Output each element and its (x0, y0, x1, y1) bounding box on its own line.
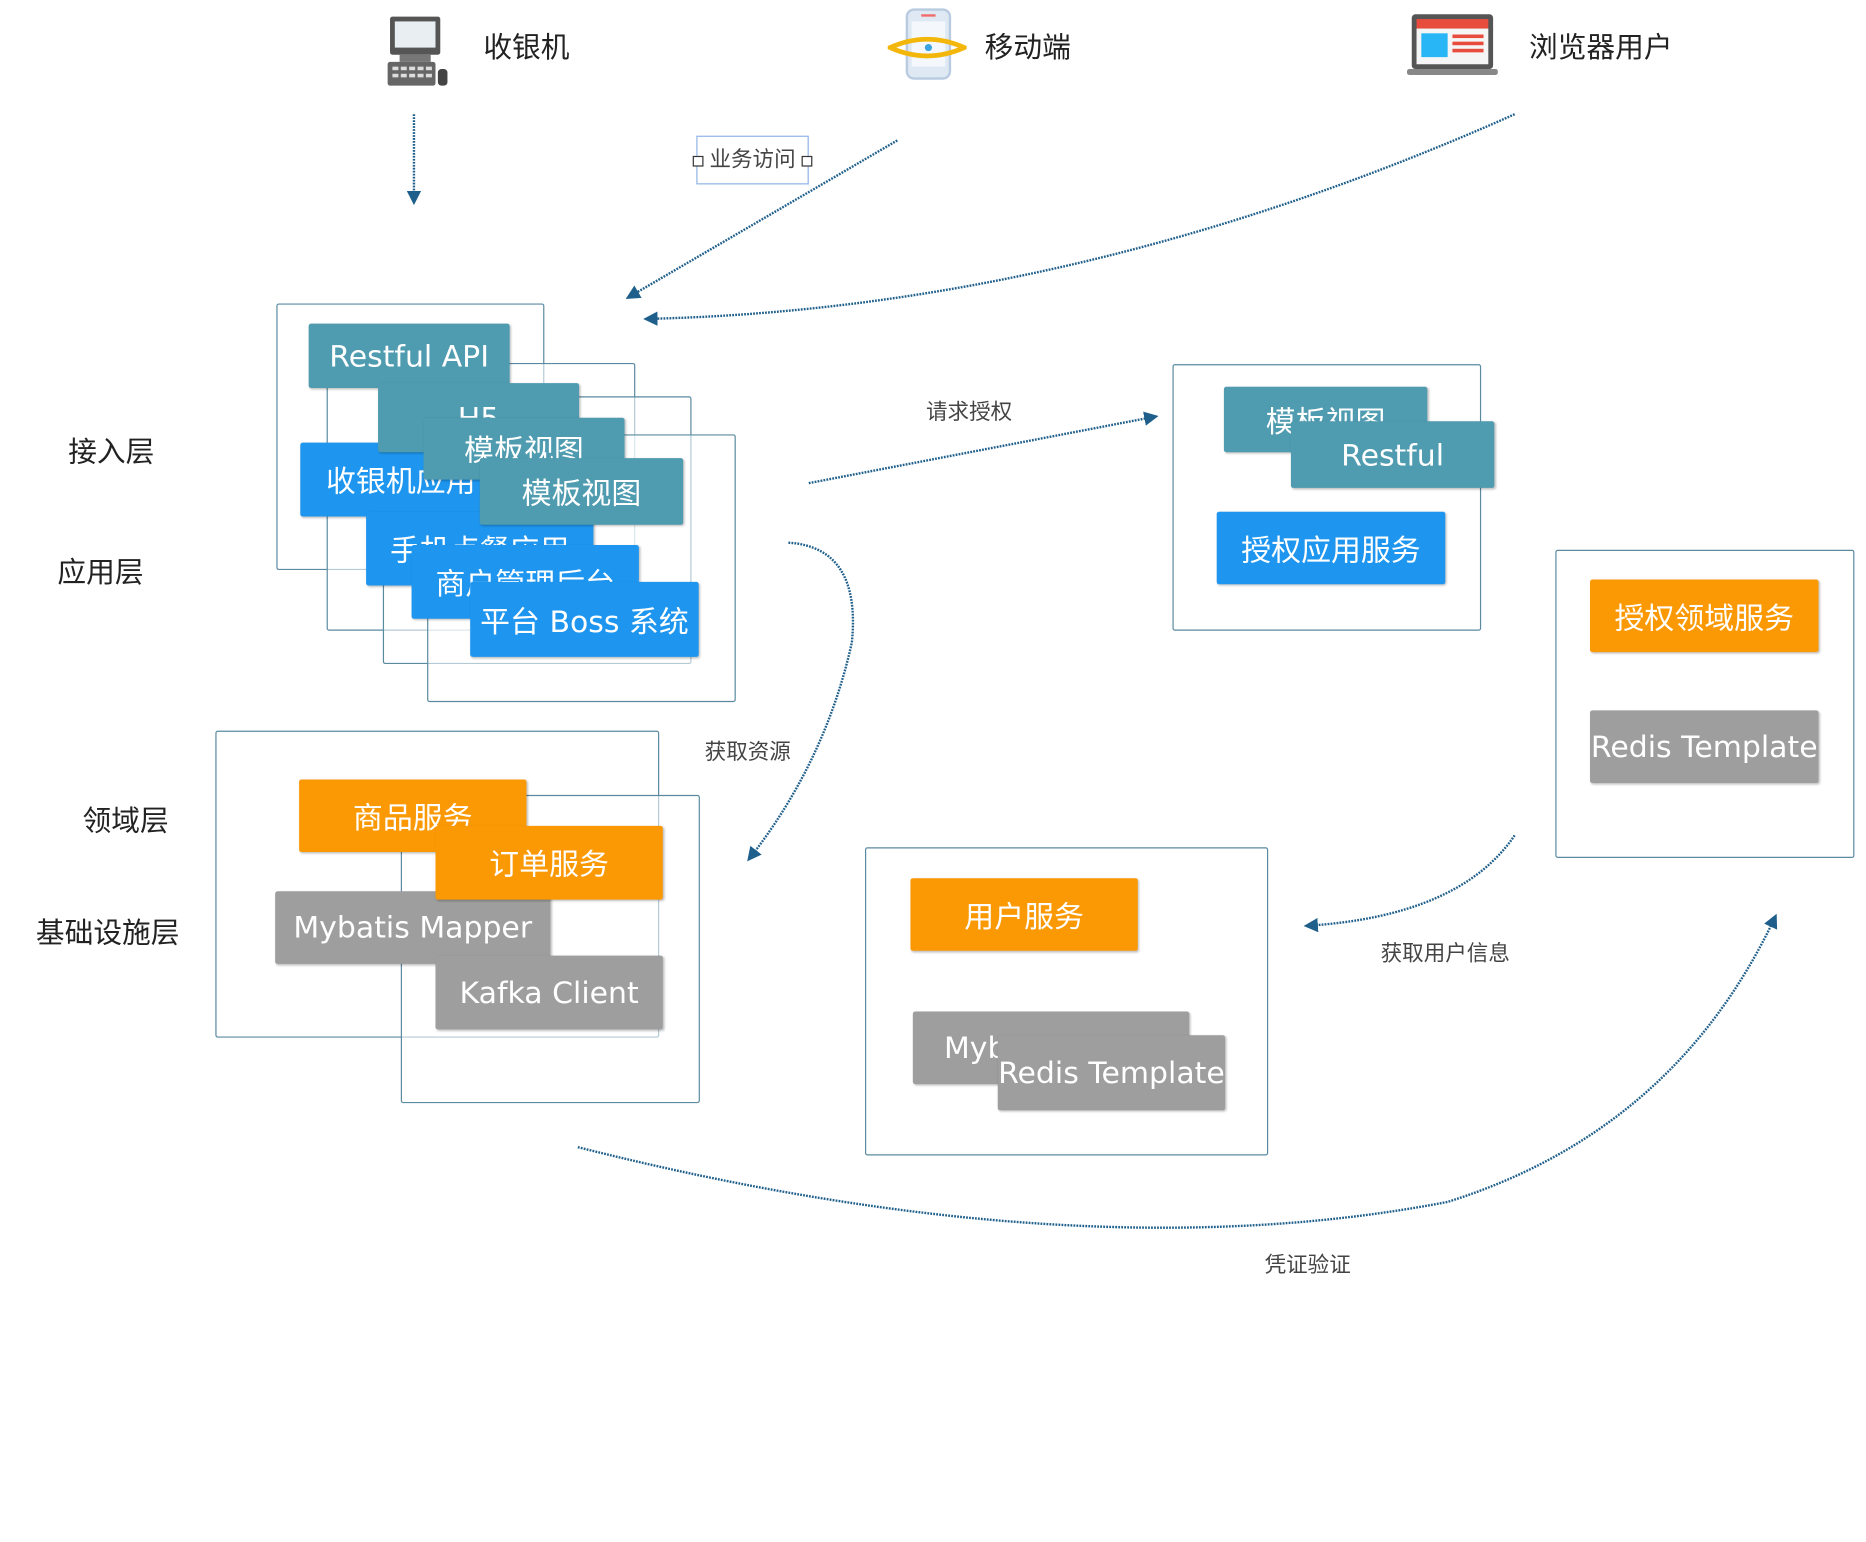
auth-restful-box: Restful (1290, 421, 1495, 488)
mobile-device-icon (884, 7, 971, 81)
get-resources-label: 获取资源 (704, 740, 791, 766)
mybatis-mapper-box: Mybatis Mapper (275, 891, 551, 964)
restful-api-box: Restful API (308, 323, 510, 388)
user-service-box: 用户服务 (910, 878, 1138, 951)
browser-window-icon (1406, 12, 1498, 76)
auth-redis-template-box: Redis Template (1590, 710, 1819, 784)
template-view-box-2: 模板视图 (479, 458, 684, 525)
arrow-get-user-info (1303, 834, 1516, 933)
boss-system-box: 平台 Boss 系统 (470, 581, 699, 657)
layer-infrastructure-label: 基础设施层 (35, 916, 180, 950)
get-user-info-label: 获取用户信息 (1380, 941, 1510, 967)
request-auth-label: 请求授权 (926, 399, 1013, 425)
auth-domain-service-box: 授权领域服务 (1590, 579, 1819, 653)
user-redis-template-box: Redis Template (997, 1035, 1226, 1111)
business-access-tag: 业务访问 (692, 135, 813, 185)
mobile-client-label: 移动端 (984, 30, 1071, 65)
auth-app-service-box: 授权应用服务 (1216, 511, 1446, 585)
arrow-request-auth (808, 411, 1159, 485)
kafka-client-box: Kafka Client (435, 955, 663, 1030)
layer-access-label: 接入层 (68, 435, 155, 469)
browser-client-label: 浏览器用户 (1528, 30, 1673, 65)
pos-client-label: 收银机 (483, 30, 570, 65)
computer-terminal-icon (383, 14, 450, 88)
layer-domain-label: 领域层 (82, 804, 169, 838)
order-service-box: 订单服务 (435, 825, 663, 900)
business-access-label: 业务访问 (709, 147, 796, 173)
arrow-get-resources (747, 541, 855, 862)
layer-application-label: 应用层 (57, 555, 144, 590)
credential-verify-label: 凭证验证 (1264, 1253, 1351, 1279)
